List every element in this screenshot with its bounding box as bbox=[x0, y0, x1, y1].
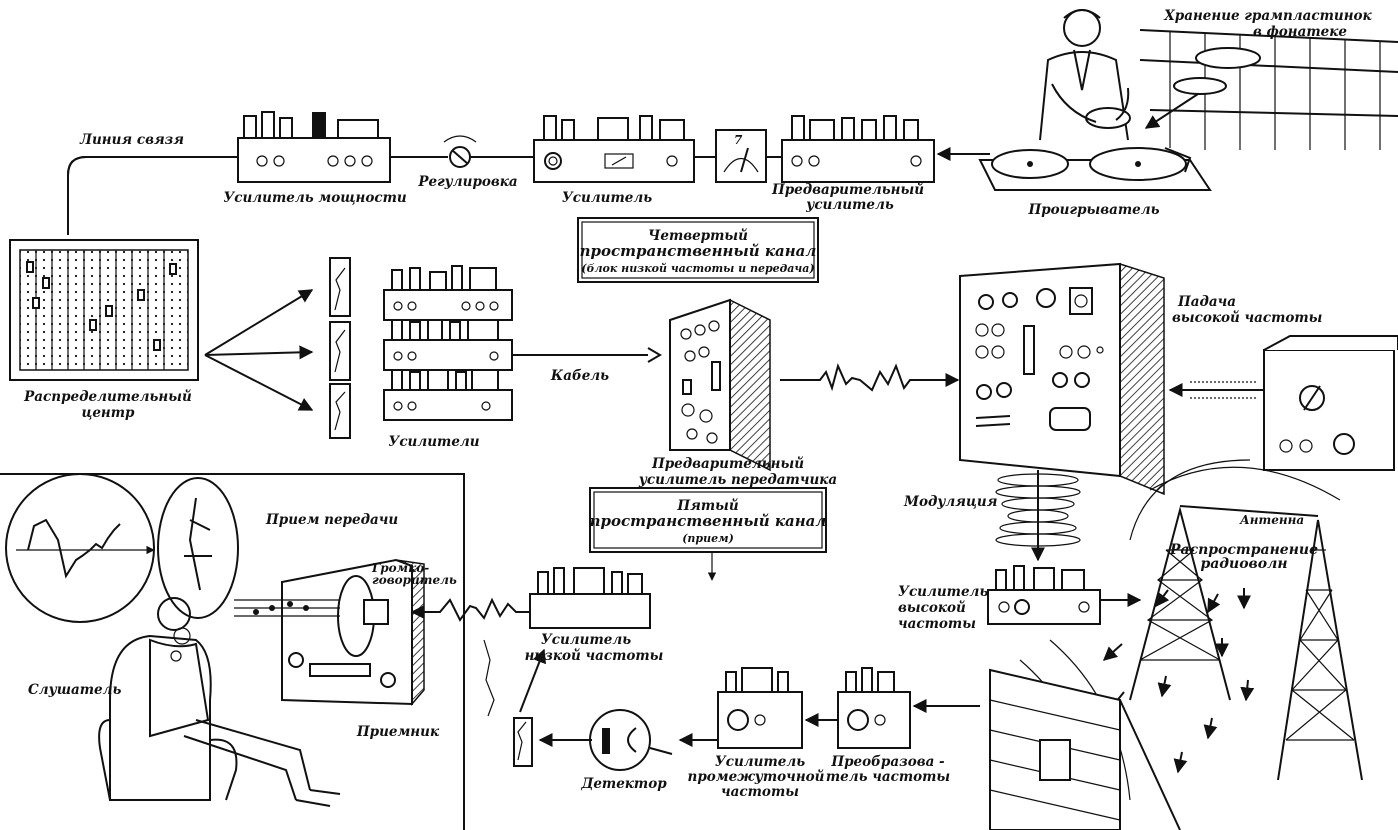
operator-person bbox=[1039, 9, 1131, 141]
comm-line-label: Линия связя bbox=[79, 132, 184, 148]
tx-preamp-label-line2: усилитель передатчика bbox=[638, 472, 837, 488]
if-amp-label-line1: Усилитель bbox=[715, 754, 805, 770]
hf-amplifier bbox=[987, 565, 1101, 625]
arrow-dist-lower bbox=[204, 354, 314, 411]
freq-conv-label-line1: Преобразова - bbox=[830, 754, 945, 770]
hf-generator bbox=[1263, 335, 1398, 471]
distribution-center bbox=[9, 239, 199, 381]
lf-amp-label-line1: Усилитель bbox=[541, 632, 631, 648]
hf-feed-label-line1: Падача bbox=[1177, 294, 1236, 310]
arrow-dist-upper bbox=[204, 289, 314, 356]
lf-amplifier bbox=[529, 567, 651, 629]
tx-preamp-label-line1: Предварительный bbox=[651, 456, 804, 472]
cable bbox=[512, 347, 662, 363]
receiver-label: Приемник bbox=[356, 724, 440, 740]
antenna-towers bbox=[1129, 459, 1363, 781]
amplifier-rack-3 bbox=[383, 369, 513, 421]
frequency-converter bbox=[837, 667, 911, 749]
amplifiers-label: Усилители bbox=[388, 434, 479, 450]
thought-bubble bbox=[157, 477, 239, 662]
if-amp-label-line3: частоты bbox=[721, 784, 799, 800]
fourth-channel-box: Четвертый пространственный канал (блок н… bbox=[577, 217, 819, 283]
regulation-knob bbox=[443, 135, 477, 168]
preamp-label-line2: усилитель bbox=[805, 197, 894, 213]
hf-amp-label-line2: высокой bbox=[898, 600, 966, 616]
amplifier-rack-2 bbox=[383, 319, 513, 371]
propagation-label-line1: Распространение bbox=[1169, 542, 1318, 558]
fifth-channel-box: Пятый пространственный канал (прием) bbox=[589, 487, 827, 553]
hf-feed-label-line2: высокой частоты bbox=[1172, 310, 1322, 326]
freq-conv-label-line2: тель частоты bbox=[826, 769, 950, 785]
music-notes bbox=[234, 599, 340, 617]
cable-label: Кабель bbox=[550, 368, 609, 384]
fifth-channel-line3: (прием) bbox=[682, 532, 734, 545]
fourth-channel-line1: Четвертый bbox=[648, 228, 748, 244]
propagation-label-line2: радиоволн bbox=[1200, 556, 1287, 572]
storage-label-line1: Хранение грампластинок bbox=[1163, 8, 1372, 24]
arrow-dist-middle bbox=[204, 345, 314, 360]
loudspeaker-label-line1: Громко- bbox=[371, 561, 429, 575]
detector-signal-card bbox=[513, 717, 533, 767]
reception-frame bbox=[0, 473, 465, 830]
hf-amp-label-line1: Усилитель bbox=[898, 584, 988, 600]
fourth-channel-line3: (блок низкой частоты и передача) bbox=[581, 262, 814, 275]
regulation-label: Регулировка bbox=[417, 174, 517, 190]
power-amp-label: Усилитель мощности bbox=[223, 190, 407, 206]
antenna-label: Антенна bbox=[1239, 513, 1304, 527]
radio-receiver bbox=[281, 558, 425, 707]
listener-armchair bbox=[98, 597, 341, 807]
comm-line-cable bbox=[67, 156, 238, 235]
level-meter: 7 bbox=[715, 129, 767, 183]
amplifier-rack-1 bbox=[383, 265, 513, 321]
modulated-signal-wave bbox=[780, 363, 930, 392]
player-label: Проигрыватель bbox=[1027, 202, 1159, 218]
meter-value: 7 bbox=[734, 133, 743, 147]
if-amplifier bbox=[717, 667, 803, 749]
record-player bbox=[978, 147, 1212, 191]
loudspeaker-label-line2: говоритель bbox=[372, 573, 457, 587]
amplifier-top bbox=[533, 115, 695, 183]
signal-cards bbox=[329, 257, 351, 439]
oscilloscope-display bbox=[5, 473, 155, 623]
distribution-label-line1: Распределительный bbox=[23, 389, 192, 405]
fourth-channel-line2: пространственный канал bbox=[580, 242, 817, 260]
reception-label: Прием передачи bbox=[265, 512, 398, 528]
house-roof bbox=[989, 668, 1181, 830]
hf-amp-label-line3: частоты bbox=[898, 616, 976, 632]
fifth-channel-line2: пространственный канал bbox=[590, 512, 827, 530]
storage-label-line2: в фонатеке bbox=[1253, 24, 1347, 40]
fifth-channel-line1: Пятый bbox=[676, 498, 739, 514]
modulation-coil bbox=[995, 470, 1081, 562]
transmitter-cabinet bbox=[959, 262, 1165, 496]
if-amp-label-line2: промежуточной bbox=[688, 769, 825, 785]
preamplifier bbox=[781, 115, 935, 183]
lf-amp-label-line2: низкой частоты bbox=[525, 648, 664, 664]
modulation-label: Модуляция bbox=[903, 494, 997, 510]
preamp-label-line1: Предварительный bbox=[771, 182, 924, 198]
listener-label: Слушатель bbox=[28, 682, 121, 698]
distribution-label-line2: центр bbox=[82, 405, 136, 421]
amplifier-label: Усилитель bbox=[562, 190, 652, 206]
record-shelf bbox=[1139, 29, 1398, 150]
power-amplifier bbox=[237, 111, 391, 183]
lf-output-wave bbox=[430, 597, 530, 622]
detector-tube bbox=[589, 709, 673, 771]
arrow-detector-to-lf bbox=[519, 648, 546, 713]
transmitter-preamp-cabinet bbox=[669, 298, 771, 472]
detector-label: Детектор bbox=[580, 776, 667, 792]
